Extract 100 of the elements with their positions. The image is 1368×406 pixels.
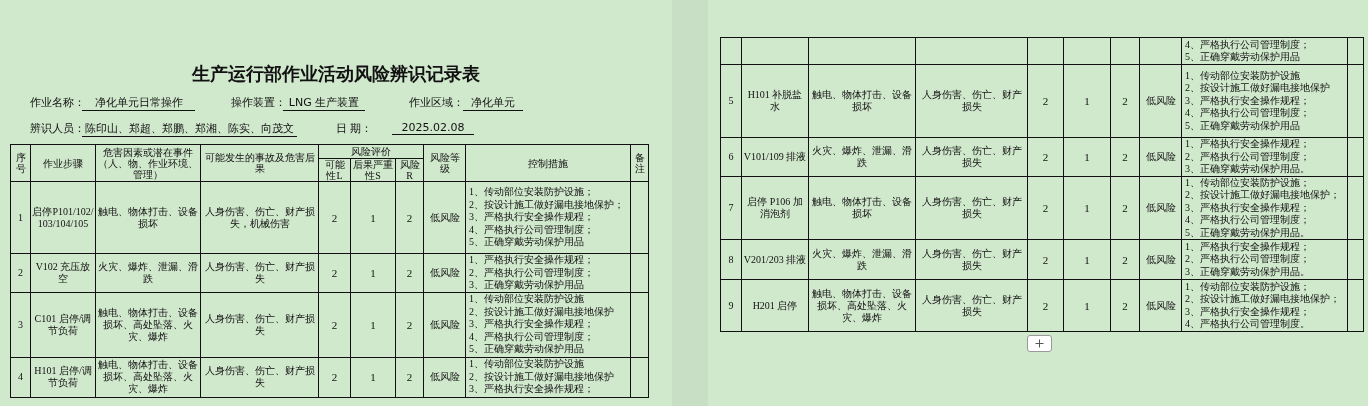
field-value: 陈印山、郑超、郑鹏、郑湘、陈实、向茂文 [82,121,297,137]
likelihood-value: 2 [318,253,351,292]
risk-level: 低风险 [423,253,466,292]
field-label: 日 期： [336,121,373,136]
control-measure: 4、严格执行公司管理制度； [469,330,595,343]
control-measure: 1、严格执行安全操作规程； [469,254,595,267]
work-step: 启停P101/102/103/104/105 [30,181,96,254]
control-measure: 4、严格执行公司管理制度； [1185,38,1311,51]
column-header: 作业步骤 [30,144,96,182]
control-measure: 3、严格执行安全操作规程； [469,383,595,396]
control-measure: 2、按设计施工做好漏电接地保护； [469,198,625,211]
field-label: 作业名称： [30,95,85,110]
row-number: 2 [10,253,31,292]
control-measure: 1、传动部位安装防护设施 [1185,69,1301,82]
field-value: 净化单元日常操作 [82,95,195,111]
risk-value: 2 [395,181,424,254]
risk-value: 2 [1110,176,1140,240]
control-measure: 2、严格执行公司管理制度； [469,266,595,279]
control-measure: 3、严格执行安全操作规程； [1185,94,1311,107]
work-step: 启停 P106 加消泡剂 [741,176,809,240]
row-number: 8 [720,239,742,280]
row-number: 7 [720,176,742,240]
control-measure: 1、传动部位安装防护设施； [1185,177,1311,189]
severity-value: 1 [350,292,396,357]
hazard-text: 火灾、爆炸、泄漏、滑跌 [95,253,201,292]
consequence-text: 人身伤害、伤亡、财产损失 [915,137,1028,176]
work-step: H101 补脱盐水 [741,64,809,138]
consequence-text: 人身伤害、伤亡、财产损失，机械伤害 [200,181,319,254]
hazard-text: 触电、物体打击、设备损坏、高处坠落、火灾、爆炸 [95,292,201,357]
control-measure: 4、严格执行公司管理制度； [1185,107,1311,120]
control-measure: 2、按设计施工做好漏电接地保护 [469,370,615,383]
work-step: V101/109 排液 [741,137,809,176]
risk-level: 低风险 [1139,137,1182,176]
hazard-text: 触电、物体打击、设备损坏 [808,176,916,240]
severity-value: 1 [350,181,396,254]
hazard-text: 触电、物体打击、设备损坏 [95,181,201,254]
likelihood-value: 2 [1027,279,1064,332]
row-number: 3 [10,292,31,357]
hazard-text: 触电、物体打击、设备损坏、高处坠落、火灾、爆炸 [808,279,916,332]
risk-level: 低风险 [1139,176,1182,240]
row-number: 9 [720,279,742,332]
hazard-text: 触电、物体打击、设备损坏、高处坠落、火灾、爆炸 [95,357,201,397]
field-label: 辨识人员： [30,121,85,136]
control-measure: 2、按设计施工做好漏电接地保护 [1185,82,1331,95]
column-header: 控制措施 [465,144,631,182]
risk-value: 2 [395,253,424,292]
work-step: V102 充压放空 [30,253,96,292]
row-number: 1 [10,181,31,254]
control-measure: 3、严格执行安全操作规程； [1185,305,1311,318]
control-measure: 3、正确穿戴劳动保护用品。 [1185,163,1311,175]
consequence-text: 人身伤害、伤亡、财产损失 [915,64,1028,138]
column-header: 序号 [10,144,31,182]
field-label: 作业区域： [409,95,464,110]
control-measure: 1、传动部位安装防护设施； [469,186,595,199]
column-header: 可能发生的事故及危害后果 [200,144,319,182]
risk-value: 2 [1110,64,1140,138]
severity-value: 1 [1063,64,1111,138]
hazard-text: 触电、物体打击、设备损坏 [808,64,916,138]
control-measure: 2、按设计施工做好漏电接地保护 [469,305,615,318]
control-measure: 2、按设计施工做好漏电接地保护； [1185,189,1341,202]
consequence-text: 人身伤害、伤亡、财产损失 [915,176,1028,240]
consequence-text: 人身伤害、伤亡、财产损失 [915,279,1028,332]
consequence-text: 人身伤害、伤亡、财产损失 [915,239,1028,280]
control-measure: 4、严格执行公司管理制度。 [1185,318,1311,331]
column-header: 危害因素或潜在事件（人、物、作业环境、管理） [95,144,201,182]
likelihood-value: 2 [1027,239,1064,280]
risk-level: 低风险 [423,181,466,254]
risk-value: 2 [395,357,424,397]
likelihood-value: 2 [1027,137,1064,176]
column-header: 风险等级 [423,144,466,182]
work-step: H101 启停/调节负荷 [30,357,96,397]
control-measure: 3、严格执行安全操作规程； [1185,201,1311,214]
column-header: 后果严重性S [350,158,396,182]
risk-value: 2 [1110,279,1140,332]
control-measure: 2、严格执行公司管理制度； [1185,253,1311,266]
risk-level: 低风险 [1139,279,1182,332]
risk-value: 2 [1110,239,1140,280]
field-value: LNG 生产装置 [283,95,365,111]
consequence-text: 人身伤害、伤亡、财产损失 [200,253,319,292]
work-step: C101 启停/调节负荷 [30,292,96,357]
column-header: 备注 [630,144,649,182]
hazard-text: 火灾、爆炸、泄漏、滑跌 [808,137,916,176]
control-measure: 2、按设计施工做好漏电接地保护； [1185,293,1341,306]
severity-value: 1 [350,253,396,292]
likelihood-value: 2 [1027,176,1064,240]
control-measure: 3、严格执行安全操作规程； [469,211,595,224]
control-measure: 1、传动部位安装防护设施 [469,293,585,306]
control-measure: 3、正确穿戴劳动保护用品。 [1185,265,1311,279]
control-measure: 1、严格执行安全操作规程； [1185,138,1311,151]
risk-value: 2 [395,292,424,357]
control-measure: 5、正确穿戴劳动保护用品 [1185,119,1301,133]
control-measure: 1、传动部位安装防护设施 [469,358,585,371]
control-measure: 5、正确穿戴劳动保护用品 [469,236,585,249]
control-measure: 2、严格执行公司管理制度； [1185,150,1311,163]
control-measure: 5、正确穿戴劳动保护用品 [469,343,585,356]
work-step: V201/203 排液 [741,239,809,280]
hazard-text: 火灾、爆炸、泄漏、滑跌 [808,239,916,280]
likelihood-value: 2 [318,181,351,254]
column-header: 风险评价 [318,144,424,159]
severity-value: 1 [1063,137,1111,176]
